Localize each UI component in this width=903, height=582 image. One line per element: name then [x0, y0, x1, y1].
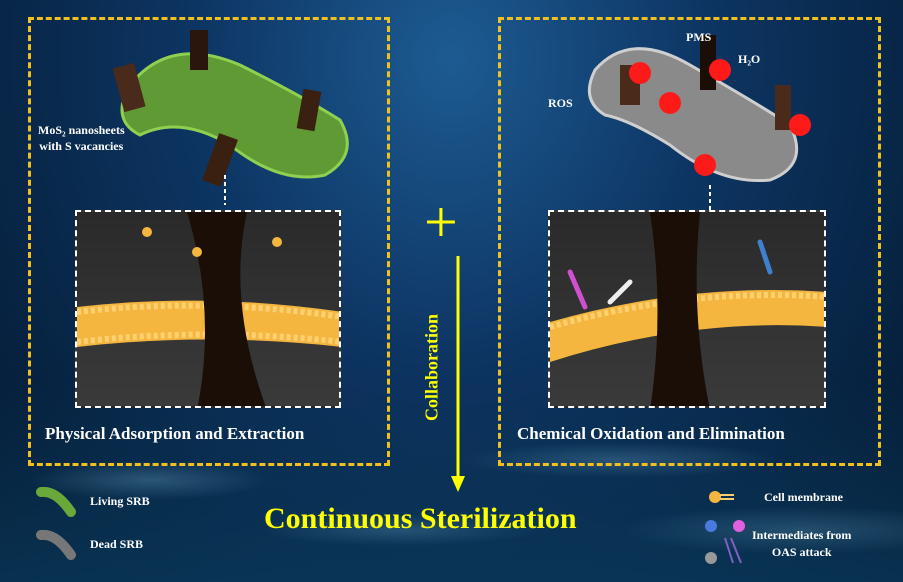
mos2-label: MoS₂ nanosheets with S vacancies: [38, 123, 125, 153]
down-arrow-icon: [451, 256, 465, 492]
h2o-label: H₂O: [738, 52, 761, 66]
ros-label: ROS: [548, 96, 573, 110]
chemical-panel: [498, 17, 881, 466]
intermediates-icon: [705, 520, 745, 564]
cell-membrane-icon: [709, 491, 734, 503]
dead-srb-icon: [36, 530, 76, 560]
living-bacterium-illustration: [112, 30, 349, 205]
living-srb-icon: [36, 487, 76, 517]
plus-sign: +: [424, 189, 458, 255]
water-background: [0, 380, 903, 582]
physical-caption: Physical Adsorption and Extraction: [45, 424, 305, 443]
oxidation-inset: [548, 210, 826, 408]
legend-intermediates: Intermediates from OAS attack: [752, 528, 852, 559]
legend-dead: Dead SRB: [90, 537, 144, 551]
collaboration-label: Collaboration: [421, 314, 442, 422]
dead-bacterium-illustration: [587, 35, 811, 215]
pms-label: PMS: [686, 30, 712, 44]
chemical-caption: Chemical Oxidation and Elimination: [517, 424, 785, 443]
adsorption-inset: [75, 210, 341, 408]
legend-living: Living SRB: [90, 494, 150, 508]
legend-membrane: Cell membrane: [764, 490, 843, 504]
result-title: Continuous Sterilization: [264, 502, 577, 535]
physical-panel: [28, 17, 390, 466]
